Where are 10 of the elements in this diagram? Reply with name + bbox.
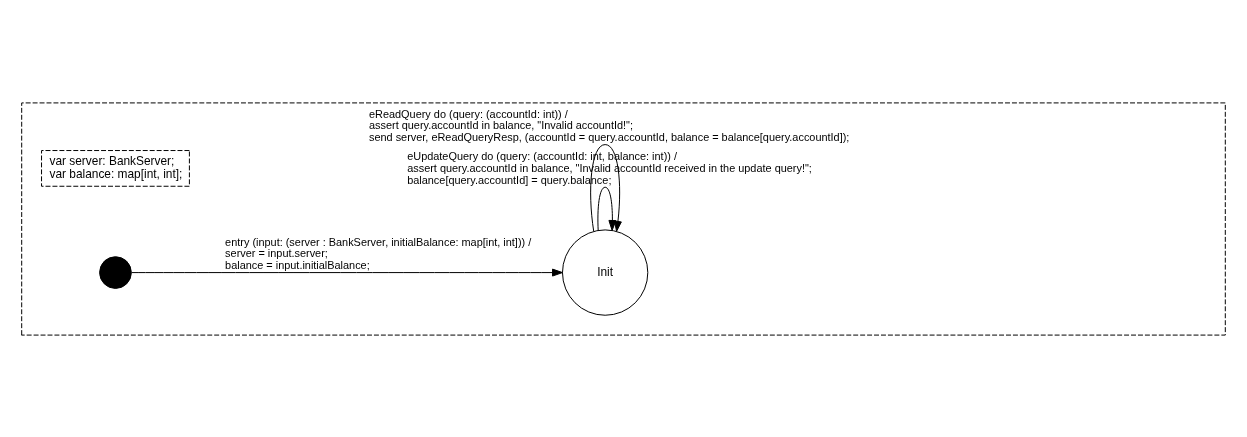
arrow [590,143,622,232]
arrow [131,268,563,277]
node-box: var server: BankServer; var balance: map[int, int]; [41,149,190,187]
edge-label: eUpdateQuery do (query: (accountId: int, balance: int)) / assert query.accountId in balance, "Invalid accountId received in the update query!"; balance[query.accountId] = query.balance; [407,149,812,186]
node-circle [99,255,132,289]
edge-label: eReadQuery do (query: (accountId: int)) / assert query.accountId in balance, "Invalid accountId!"; send server, eReadQueryResp, (accountId = query.accountId, balance = balance[query.accountId]); [368,107,850,143]
cluster [21,101,1226,336]
arrow [597,186,617,231]
edge-label: entry (input: (server : BankServer, initialBalance: map[int, int])) / server = input.server; balance = input.initialBalance; [225,235,532,271]
node-circle: Init [562,228,649,316]
